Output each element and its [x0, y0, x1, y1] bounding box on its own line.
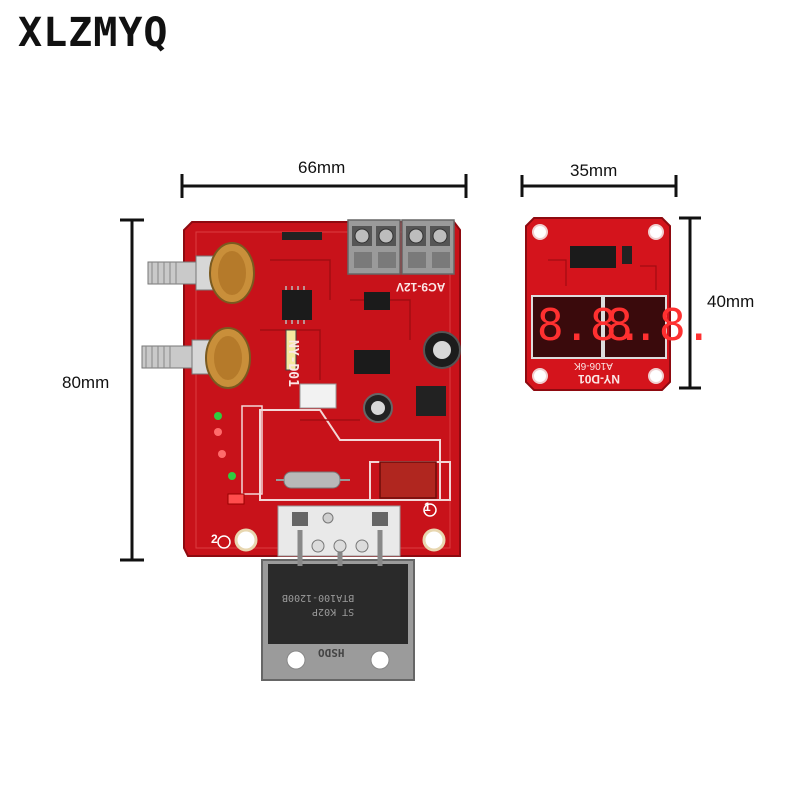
triac-code-label: ST K02P — [312, 606, 355, 617]
potentiometer-bottom — [141, 327, 251, 389]
display-model-label: NY-D01 — [578, 372, 621, 386]
display-width-label: 35mm — [570, 161, 618, 180]
triac-module — [261, 505, 415, 681]
display-digits-right: 8.8. — [606, 300, 712, 351]
display-height-dimension — [679, 216, 701, 390]
brand-logo: XLZMYQ — [18, 10, 169, 56]
main-height-dimension — [120, 218, 144, 562]
terminal-mark-1: 1 — [424, 500, 431, 514]
terminal-block-1 — [347, 219, 401, 275]
electrolytic-capacitor-small — [363, 393, 393, 423]
header-pins — [282, 232, 322, 371]
terminal-block-2 — [401, 219, 455, 275]
microcontroller-chip — [282, 286, 312, 324]
supply-voltage-label: AC9-12V — [396, 280, 446, 294]
main-width-dimension — [180, 174, 468, 198]
display-width-dimension — [520, 175, 678, 197]
optocoupler-chip — [299, 383, 337, 409]
status-leds — [214, 412, 245, 505]
triac-mark-label: HSDO — [318, 646, 345, 659]
seven-segment-display-right — [603, 295, 667, 359]
seven-segment-display-left — [531, 295, 603, 359]
driver-chip — [354, 350, 390, 374]
triac-part-label: BTA100-1200B — [282, 592, 355, 603]
display-digits-left: 8.8. — [537, 300, 643, 351]
main-width-label: 66mm — [298, 158, 346, 177]
electrolytic-capacitor-large — [423, 331, 461, 369]
main-board-model-label: NY-D01 — [285, 340, 300, 387]
display-code-label: A106-6K — [574, 360, 613, 371]
potentiometer-top — [147, 242, 255, 304]
mounting-holes — [217, 503, 446, 552]
power-transistor — [416, 386, 446, 416]
film-capacitor — [379, 461, 437, 499]
power-resistor — [276, 471, 350, 489]
display-height-label: 40mm — [707, 292, 755, 311]
regulator-chip — [364, 292, 390, 310]
main-height-label: 80mm — [62, 373, 110, 392]
terminal-mark-2: 2 — [211, 532, 218, 546]
